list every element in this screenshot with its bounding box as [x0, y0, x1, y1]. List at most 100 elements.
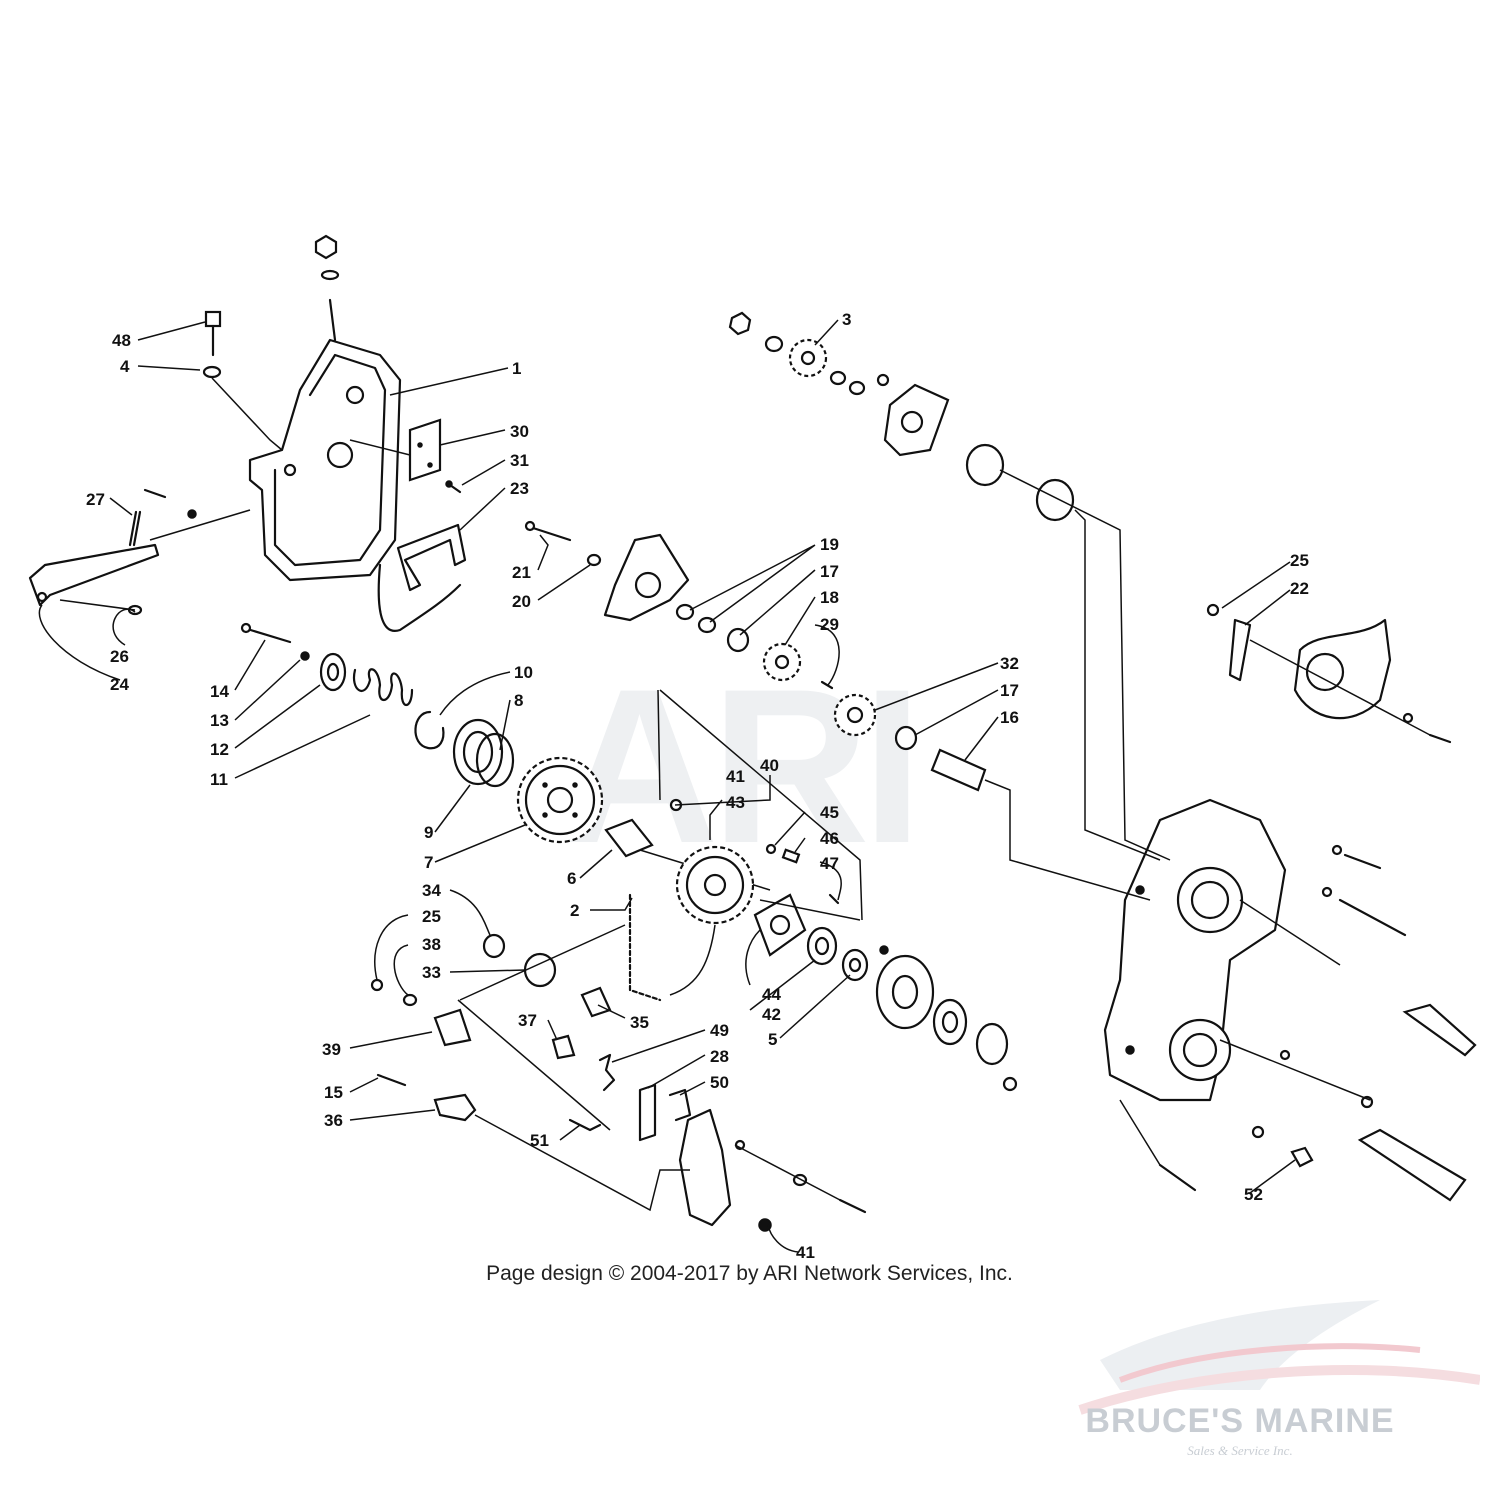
washer-5: [841, 948, 869, 982]
callout-36: 36: [324, 1111, 343, 1130]
callout-21: 21: [512, 563, 531, 582]
callout-25b: 25: [1290, 551, 1309, 570]
callout-48: 48: [112, 331, 131, 350]
callout-32: 32: [1000, 654, 1019, 673]
callout-labels: 48 4 1 30 31 23 27 26 24 21 20 19 17 18 …: [86, 310, 1309, 1262]
chaincase-cover: [248, 298, 402, 582]
callout-24: 24: [110, 675, 129, 694]
bushing-17-16: [894, 725, 1151, 901]
callout-45: 45: [820, 803, 839, 822]
callout-17b: 17: [1000, 681, 1019, 700]
snap-ring-10: [414, 710, 445, 750]
callout-23: 23: [510, 479, 529, 498]
callout-33: 33: [422, 963, 441, 982]
callout-35: 35: [630, 1013, 649, 1032]
bearing-8-9: [452, 718, 515, 788]
callout-27: 27: [86, 490, 105, 509]
callout-17: 17: [820, 562, 839, 581]
callout-39: 39: [322, 1040, 341, 1059]
callout-41b: 41: [796, 1243, 815, 1262]
bracket-40-outline: [657, 689, 863, 921]
callout-18: 18: [820, 588, 839, 607]
callout-46: 46: [820, 829, 839, 848]
washer-12: [319, 652, 347, 692]
callout-43: 43: [726, 793, 745, 812]
callout-42: 42: [762, 1005, 781, 1024]
flange-plate: [875, 945, 935, 1030]
gearcase-housing: [1103, 798, 1287, 1102]
sprocket-7: [516, 756, 604, 844]
callout-20: 20: [512, 592, 531, 611]
callout-8: 8: [514, 691, 523, 710]
callout-37: 37: [518, 1011, 537, 1030]
callout-49: 49: [710, 1021, 729, 1040]
small-parts-41-47: [669, 798, 840, 905]
sprocket-3-stack: [728, 311, 1171, 861]
callout-15: 15: [324, 1083, 343, 1102]
bracket-23: [396, 523, 467, 592]
screw-31: [445, 480, 462, 494]
plate-30: [349, 418, 442, 482]
callout-3: 3: [842, 310, 851, 329]
bolt-48: [202, 310, 283, 451]
boat-watermark-logo: [1078, 1300, 1480, 1415]
bearing-42: [806, 926, 838, 966]
sprocket-18: [762, 642, 834, 690]
callout-30: 30: [510, 422, 529, 441]
callout-44: 44: [762, 985, 781, 1004]
callout-41: 41: [726, 767, 745, 786]
callout-11: 11: [210, 770, 228, 789]
lever-36: [376, 1073, 690, 1212]
output-shafts: [1357, 1003, 1477, 1202]
sprocket-43: [675, 845, 755, 925]
callout-50: 50: [710, 1073, 729, 1092]
parts-37-49-28-50: [457, 999, 692, 1142]
company-watermark-name: BRUCE'S MARINE: [1085, 1402, 1395, 1440]
callout-13: 13: [210, 711, 229, 730]
callout-52: 52: [1244, 1185, 1263, 1204]
chain-2: [628, 893, 716, 1002]
leader-lines: [38, 319, 1296, 1253]
callout-14: 14: [210, 682, 229, 701]
washers-19-17: [675, 603, 750, 653]
callout-38: 38: [422, 935, 441, 954]
callout-6: 6: [567, 869, 576, 888]
shaft-27-26-24: [28, 488, 251, 616]
callout-12: 12: [210, 740, 229, 759]
callout-34: 34: [422, 881, 441, 900]
callout-31: 31: [510, 451, 529, 470]
callout-5: 5: [768, 1030, 777, 1049]
spring-11: [352, 668, 414, 707]
callout-22: 22: [1290, 579, 1309, 598]
callout-26: 26: [110, 647, 129, 666]
callout-16: 16: [1000, 708, 1019, 727]
bearing-lower: [932, 998, 1018, 1092]
callout-9: 9: [424, 823, 433, 842]
callout-40: 40: [760, 756, 779, 775]
hub-44: [753, 893, 807, 957]
callout-19: 19: [820, 535, 839, 554]
copyright-footer: Page design © 2004-2017 by ARI Network S…: [486, 1262, 1013, 1285]
mount-bracket-20: [524, 520, 690, 622]
callout-25: 25: [422, 907, 441, 926]
block-39: [370, 978, 472, 1047]
callout-1: 1: [512, 359, 521, 378]
callout-7: 7: [424, 853, 433, 872]
right-bolts: [1119, 844, 1407, 1192]
seal-strip: [377, 563, 462, 632]
company-watermark-tagline: Sales & Service Inc.: [1187, 1443, 1293, 1458]
mount-bracket-lower: [678, 1108, 867, 1232]
top-nut: [314, 234, 340, 281]
sprocket-32: [833, 693, 877, 737]
callout-10: 10: [514, 663, 533, 682]
callout-2: 2: [570, 901, 579, 920]
callout-29: 29: [820, 615, 839, 634]
bolt-14: [240, 622, 310, 661]
brake-disc-22: [1206, 603, 1452, 744]
callout-47: 47: [820, 854, 839, 873]
callout-4: 4: [120, 357, 130, 376]
callout-51: 51: [530, 1131, 549, 1150]
callout-28: 28: [710, 1047, 729, 1066]
